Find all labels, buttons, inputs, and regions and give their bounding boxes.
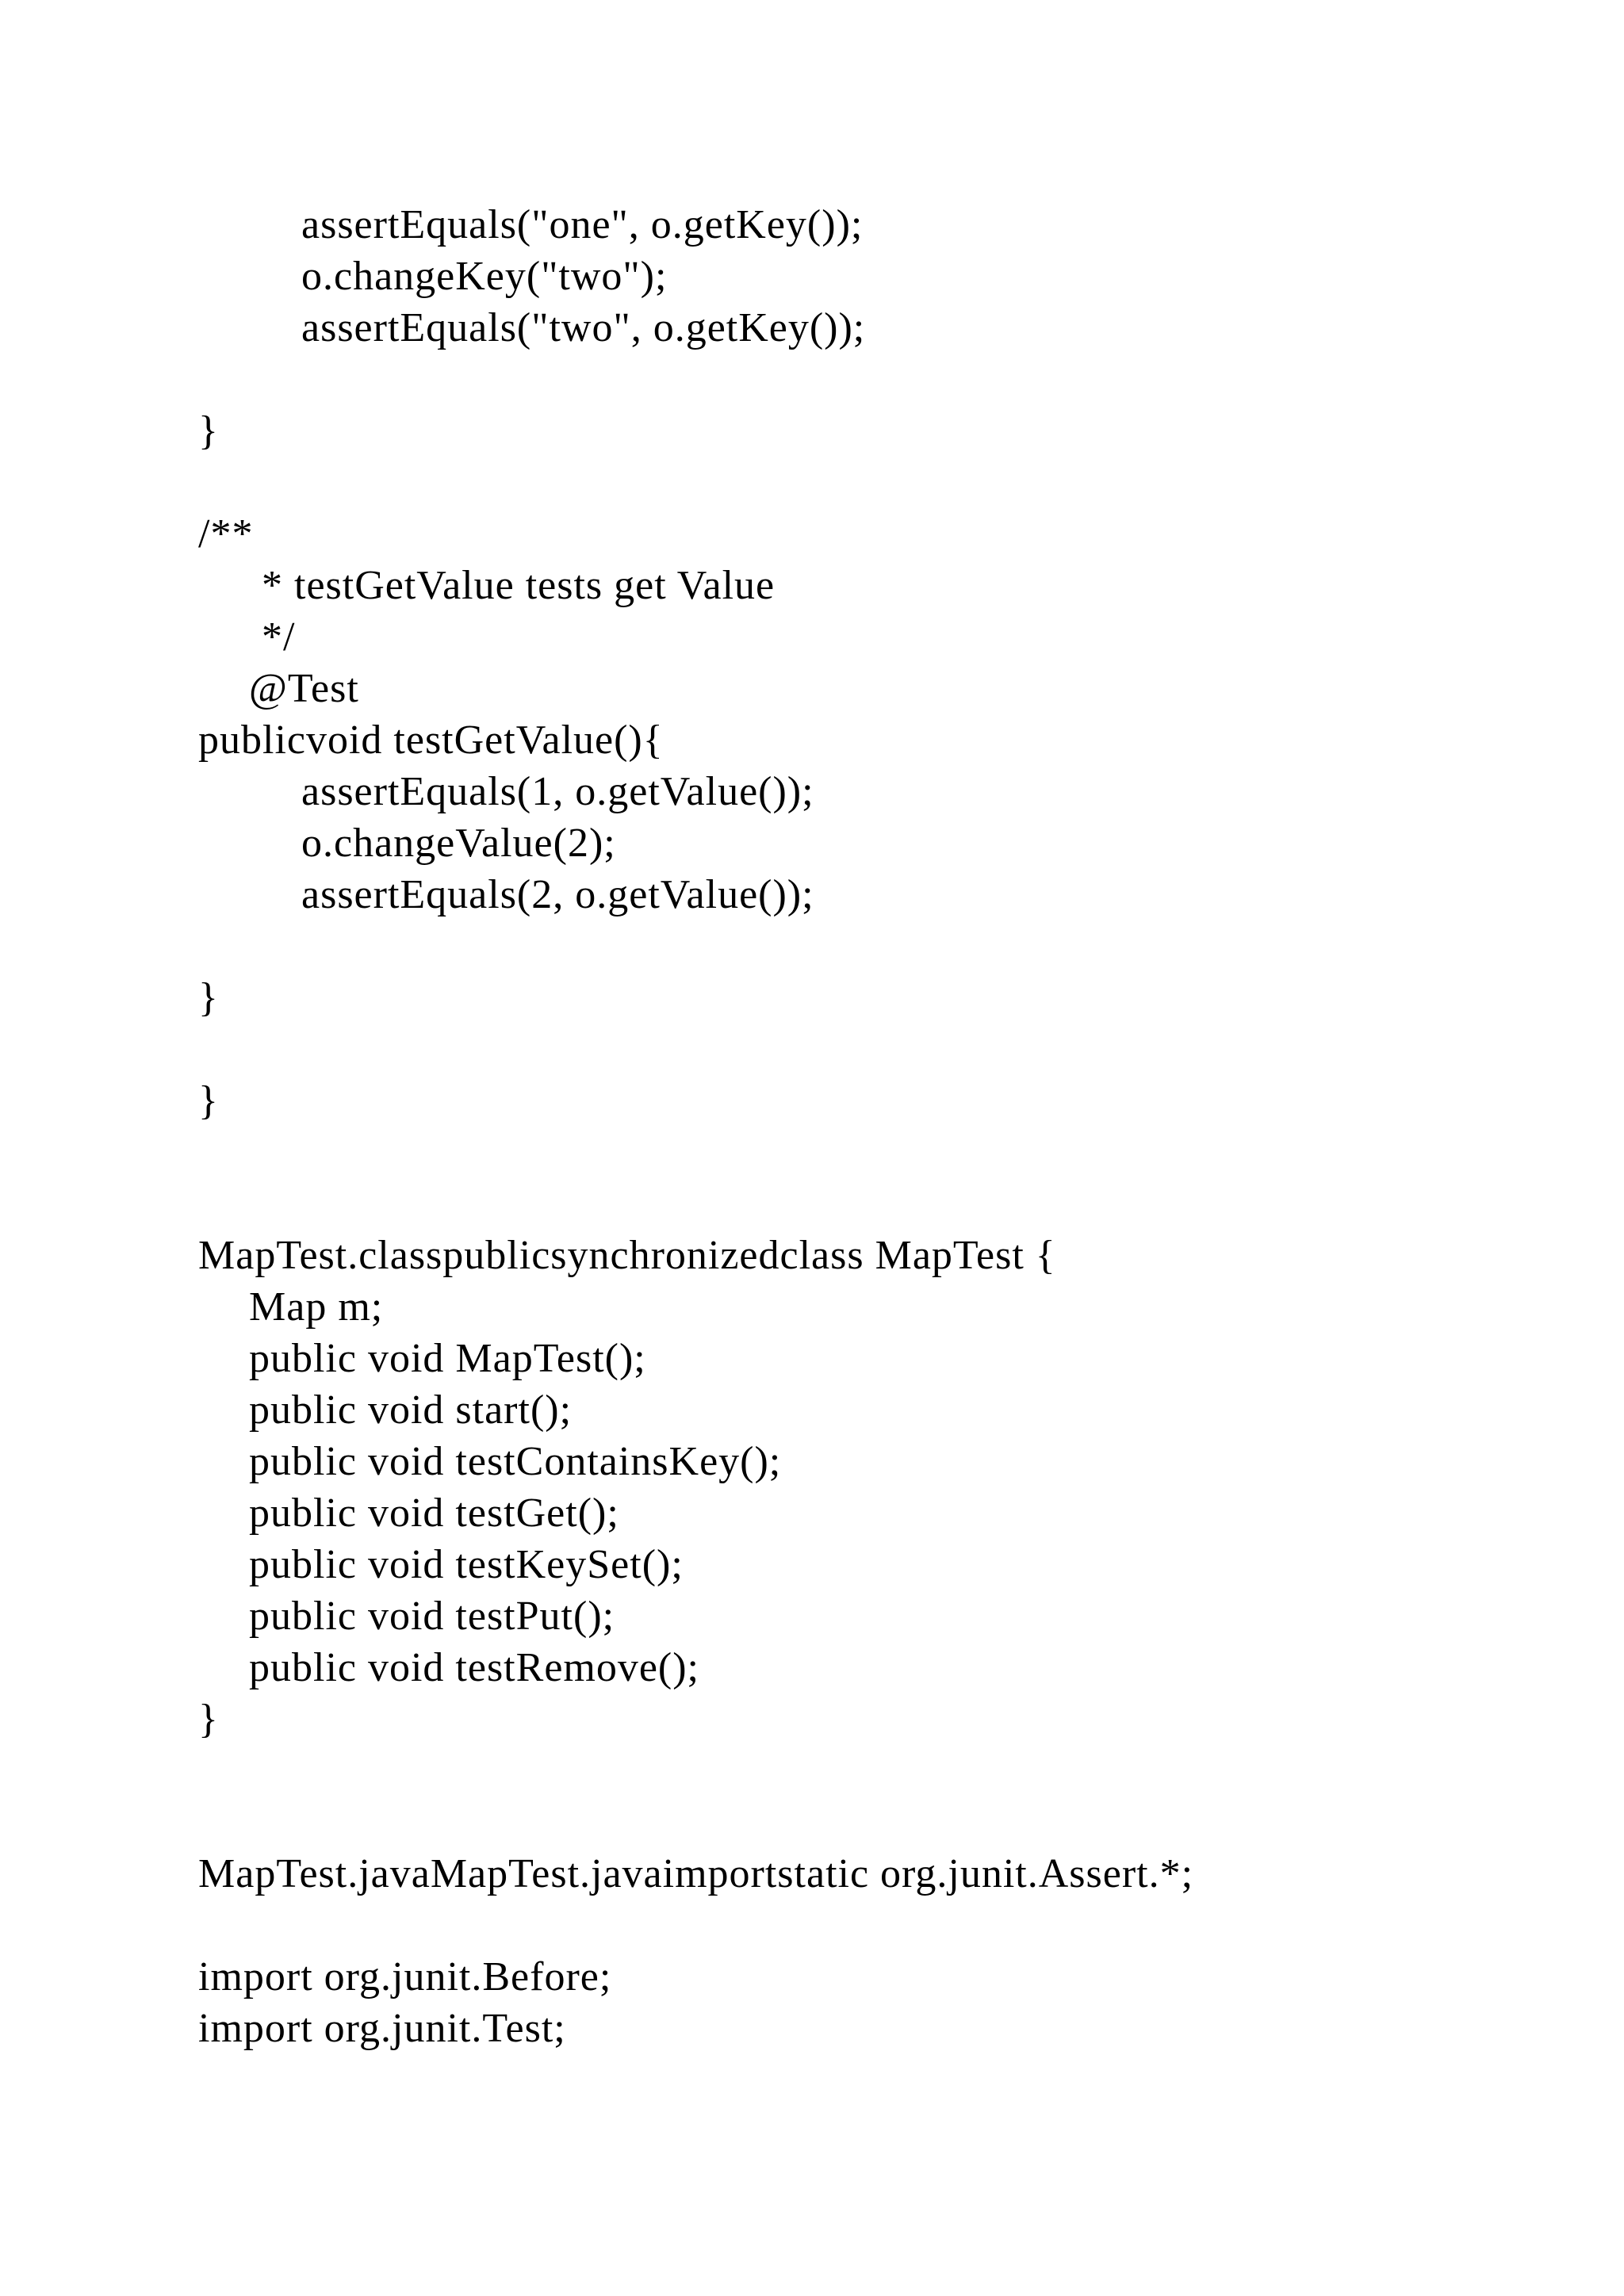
class-member: Map m; bbox=[249, 1284, 384, 1330]
class-member: public void testRemove(); bbox=[249, 1645, 700, 1690]
closing-brace: } bbox=[198, 408, 219, 453]
comment-body: * testGetValue tests get Value bbox=[262, 563, 776, 608]
code-line: assertEquals("one", o.getKey()); bbox=[301, 202, 864, 247]
closing-brace: } bbox=[198, 1697, 219, 1742]
code-line: assertEquals(1, o.getValue()); bbox=[301, 769, 814, 814]
closing-brace: } bbox=[198, 975, 219, 1020]
class-member: public void start(); bbox=[249, 1387, 573, 1433]
code-line: assertEquals(2, o.getValue()); bbox=[301, 872, 814, 917]
import-line: import org.junit.Test; bbox=[198, 2006, 566, 2051]
comment-close: */ bbox=[262, 614, 296, 660]
comment-open: /** bbox=[198, 511, 254, 557]
class-member: public void testContainsKey(); bbox=[249, 1439, 782, 1484]
class-member: public void MapTest(); bbox=[249, 1336, 646, 1381]
import-line: MapTest.javaMapTest.javaimportstatic org… bbox=[198, 1851, 1194, 1896]
code-line: o.changeKey("two"); bbox=[301, 254, 668, 299]
class-member: public void testKeySet(); bbox=[249, 1542, 684, 1587]
method-signature: publicvoid testGetValue(){ bbox=[198, 718, 664, 763]
code-line: o.changeValue(2); bbox=[301, 821, 616, 866]
code-line: assertEquals("two", o.getKey()); bbox=[301, 305, 866, 350]
import-line: import org.junit.Before; bbox=[198, 1954, 612, 1999]
annotation: @Test bbox=[249, 666, 359, 711]
closing-brace: } bbox=[198, 1078, 219, 1123]
class-member: public void testGet(); bbox=[249, 1490, 619, 1536]
class-member: public void testPut(); bbox=[249, 1594, 615, 1639]
class-declaration: MapTest.classpublicsynchronizedclass Map… bbox=[198, 1233, 1056, 1278]
